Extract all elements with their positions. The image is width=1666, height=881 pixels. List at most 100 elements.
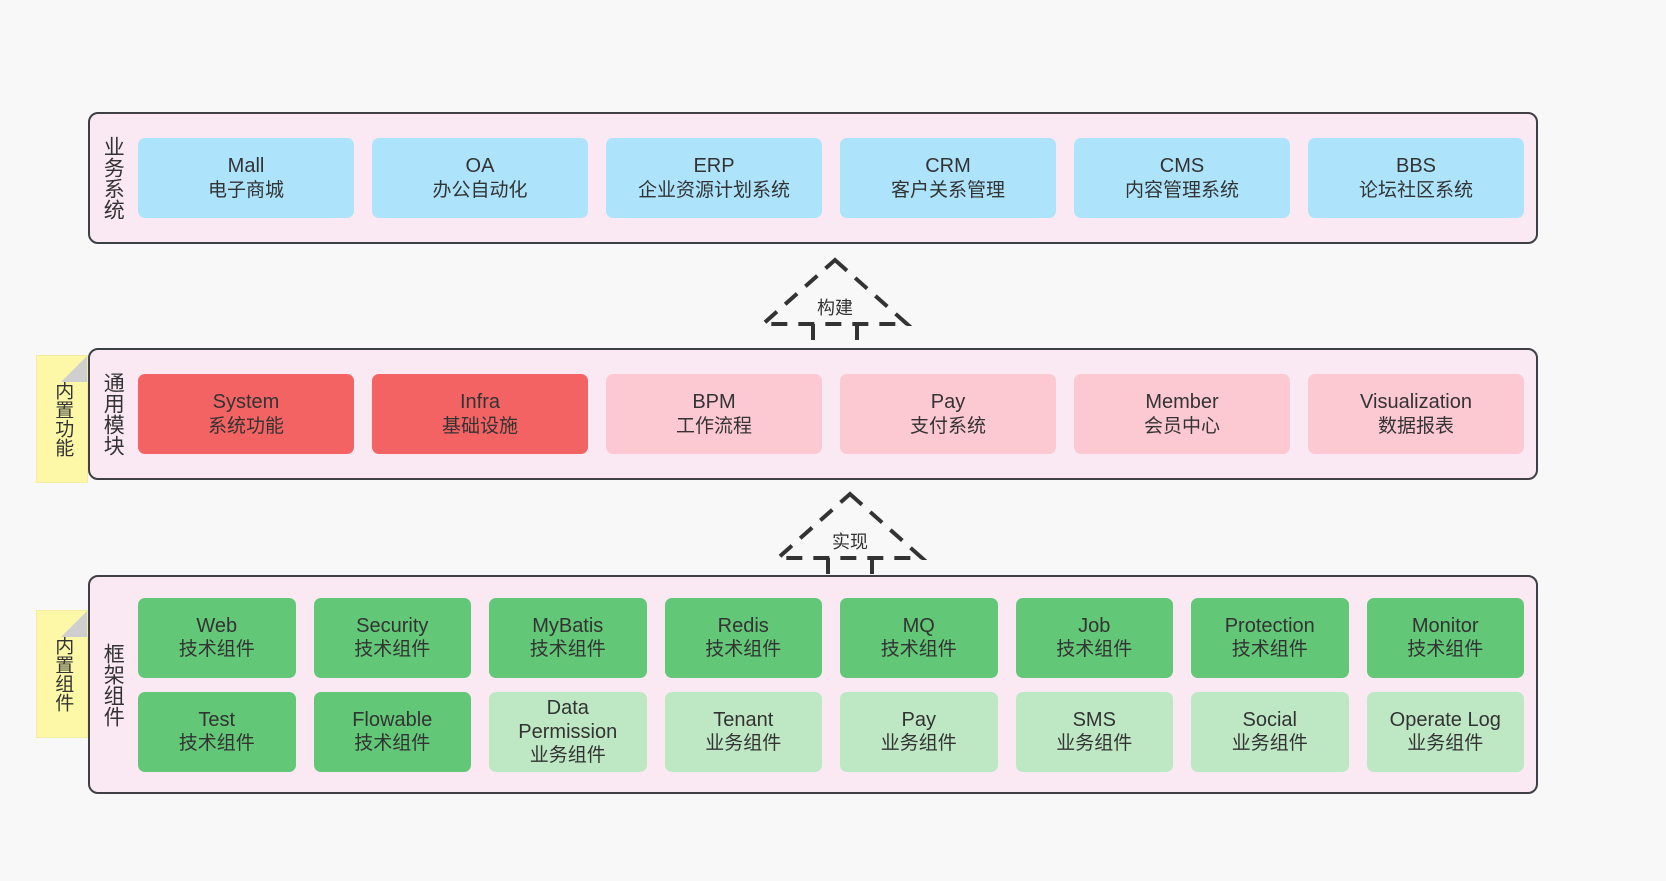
card-title: Security [356,614,429,637]
card-protection[interactable]: Protection 技术组件 [1191,597,1349,678]
card-title: Infra [459,391,501,414]
card-title: Data Permission [518,696,618,743]
card-security[interactable]: Security 技术组件 [313,597,471,678]
card-title: MQ [902,614,935,637]
arrow-implement: 实现 [772,491,928,590]
note-label: 内置功能 [52,381,74,457]
card-subtitle: 技术组件 [178,639,255,661]
card-mq[interactable]: MQ 技术组件 [840,597,998,678]
card-pay-business[interactable]: Pay 业务组件 [840,691,998,772]
card-title: Visualization [1360,391,1472,414]
card-subtitle: 基础设施 [441,415,518,437]
card-title: Pay [930,391,966,414]
card-subtitle: 技术组件 [529,639,606,661]
card-title: Member [1145,391,1219,414]
card-subtitle: 技术组件 [1231,639,1308,661]
card-cms[interactable]: CMS 内容管理系统 [1074,138,1290,218]
card-web[interactable]: Web 技术组件 [138,597,296,678]
card-subtitle: 业务组件 [529,745,606,767]
card-mybatis[interactable]: MyBatis 技术组件 [489,597,647,678]
card-monitor[interactable]: Monitor 技术组件 [1366,597,1524,678]
card-title: Redis [717,614,769,637]
card-title: Flowable [352,708,433,731]
card-subtitle: 会员中心 [1143,415,1220,437]
card-title: Job [1078,614,1111,637]
card-oa[interactable]: OA 办公自动化 [372,138,588,218]
card-subtitle: 业务组件 [1231,733,1308,755]
card-subtitle: 技术组件 [705,639,782,661]
card-subtitle: 数据报表 [1377,415,1454,437]
card-title: Social [1242,708,1297,731]
card-subtitle: 技术组件 [178,733,255,755]
card-title: BPM [692,391,736,414]
card-sms[interactable]: SMS 业务组件 [1015,691,1173,772]
card-subtitle: 办公自动化 [432,179,528,201]
card-subtitle: 论坛社区系统 [1358,179,1473,201]
card-redis[interactable]: Redis 技术组件 [664,597,822,678]
card-member[interactable]: Member 会员中心 [1074,374,1290,454]
card-bpm[interactable]: BPM 工作流程 [606,374,822,454]
card-title: Tenant [713,708,774,731]
card-tenant[interactable]: Tenant 业务组件 [664,691,822,772]
card-infra[interactable]: Infra 基础设施 [372,374,588,454]
card-visualization[interactable]: Visualization 数据报表 [1308,374,1524,454]
card-erp[interactable]: ERP 企业资源计划系统 [606,138,822,218]
note-builtin-component: 内置组件 [36,610,88,738]
arrow-build: 构建 [757,257,913,356]
card-mall[interactable]: Mall 电子商城 [138,138,354,218]
layer-common-modules: 通用模块 System 系统功能 Infra 基础设施 BPM 工作流程 Pay… [88,348,1538,480]
card-job[interactable]: Job 技术组件 [1015,597,1173,678]
layer-body-framework-components: Web 技术组件 Security 技术组件 MyBatis 技术组件 Redi… [134,577,1536,792]
card-title: Web [196,614,238,637]
hollow-triangle-arrowhead-icon [757,257,913,326]
card-title: ERP [693,155,735,178]
layer-body-common-modules: System 系统功能 Infra 基础设施 BPM 工作流程 Pay 支付系统… [134,350,1536,478]
card-title: Monitor [1411,614,1479,637]
card-subtitle: 业务组件 [1056,733,1133,755]
layer-caption-business-system: 业务系统 [101,136,125,220]
card-row: Test 技术组件 Flowable 技术组件 Data Permission … [138,691,1524,772]
layer-body-business-system: Mall 电子商城 OA 办公自动化 ERP 企业资源计划系统 CRM 客户关系… [134,114,1536,242]
card-flowable[interactable]: Flowable 技术组件 [313,691,471,772]
card-subtitle: 技术组件 [880,639,957,661]
card-subtitle: 企业资源计划系统 [637,179,790,201]
card-subtitle: 技术组件 [354,639,431,661]
layer-business-system: 业务系统 Mall 电子商城 OA 办公自动化 ERP 企业资源计划系统 CRM… [88,112,1538,244]
hollow-triangle-arrowhead-icon [772,491,928,560]
card-row: System 系统功能 Infra 基础设施 BPM 工作流程 Pay 支付系统… [138,374,1524,454]
card-social[interactable]: Social 业务组件 [1191,691,1349,772]
card-subtitle: 技术组件 [354,733,431,755]
card-title: SMS [1072,708,1116,731]
card-row: Web 技术组件 Security 技术组件 MyBatis 技术组件 Redi… [138,597,1524,678]
card-bbs[interactable]: BBS 论坛社区系统 [1308,138,1524,218]
card-title: BBS [1395,155,1437,178]
card-data-permission[interactable]: Data Permission 业务组件 [489,691,647,772]
arrow-label-implement: 实现 [832,532,868,552]
card-pay[interactable]: Pay 支付系统 [840,374,1056,454]
arrow-label-build: 构建 [817,298,853,318]
layer-framework-components: 框架组件 Web 技术组件 Security 技术组件 MyBatis 技术组件… [88,575,1538,794]
card-title: OA [465,155,495,178]
card-subtitle: 内容管理系统 [1124,179,1239,201]
card-title: Protection [1224,614,1315,637]
card-subtitle: 系统功能 [207,415,284,437]
card-subtitle: 工作流程 [675,415,752,437]
card-subtitle: 业务组件 [705,733,782,755]
card-system[interactable]: System 系统功能 [138,374,354,454]
card-subtitle: 技术组件 [1056,639,1133,661]
card-subtitle: 电子商城 [207,179,284,201]
note-builtin-function: 内置功能 [36,355,88,483]
card-subtitle: 支付系统 [909,415,986,437]
card-title: Test [198,708,236,731]
card-title: Mall [227,155,265,178]
card-operate-log[interactable]: Operate Log 业务组件 [1366,691,1524,772]
card-crm[interactable]: CRM 客户关系管理 [840,138,1056,218]
layer-caption-common-modules: 通用模块 [101,372,125,456]
card-title: System [212,391,280,414]
card-subtitle: 业务组件 [1407,733,1484,755]
card-test[interactable]: Test 技术组件 [138,691,296,772]
card-title: CRM [925,155,971,178]
card-title: Pay [901,708,936,731]
card-row: Mall 电子商城 OA 办公自动化 ERP 企业资源计划系统 CRM 客户关系… [138,138,1524,218]
note-label: 内置组件 [52,636,74,712]
